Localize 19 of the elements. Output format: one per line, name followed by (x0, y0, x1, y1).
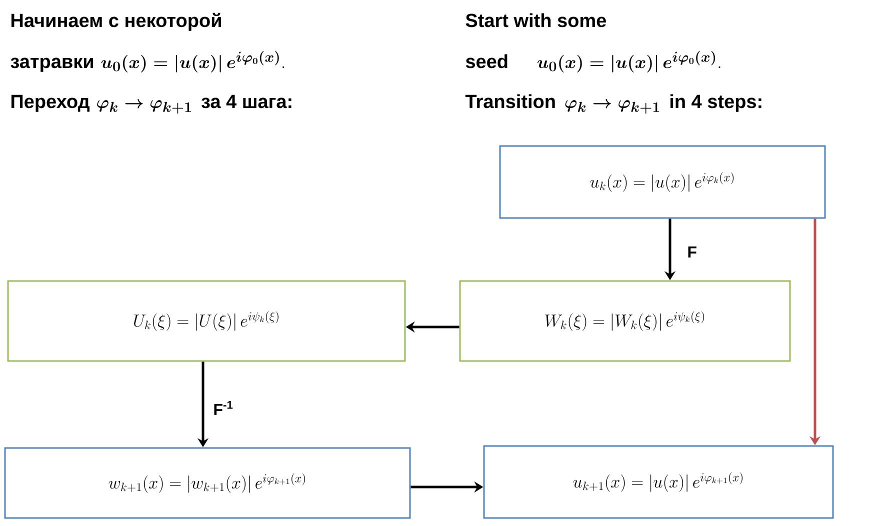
heading-text: seed (466, 54, 508, 68)
formula-box: $u_k(x) = |u(x)|\,e^{i\varphi_k(x)}$ (499, 145, 826, 219)
heading-text: Переход (11, 94, 90, 112)
formula-box: $w_{k+1}(x) = |w_{k+1}(x)|\,e^{i\varphi_{k+1}(x)}$ (4, 447, 411, 519)
formula-box: $u_{k+1}(x) = |u(x)|\,e^{i\varphi_{k+1}(x)}$ (483, 445, 834, 519)
heading-text: $\boldsymbol{\varphi_k \to \varphi_{k+1}}$ (565, 99, 660, 114)
edge-label: F$^{-1}$ (212, 400, 234, 416)
heading-text: $\boldsymbol{u_0(x) = |u(x)|\,e^{i\varphi_0(x)}}.$ (101, 50, 284, 72)
heading-text: $\boldsymbol{u_0(x) = |u(x)|\,e^{i\varphi_0(x)}}.$ (537, 50, 720, 72)
heading-text: $\boldsymbol{\varphi_k \to \varphi_{k+1}}$ (97, 99, 191, 114)
formula-box: $W_k(\xi) = |W_k(\xi)|\,e^{i\psi_k(\xi)}$ (459, 280, 791, 362)
formula-box: $U_k(\xi) = |U(\xi)|\,e^{i\psi_k(\xi)}$ (7, 280, 406, 362)
heading-text: Start with some (466, 13, 606, 28)
heading-text: Начинаем с некоторой (11, 12, 221, 31)
heading-text: in 4 steps: (670, 94, 762, 112)
edge-label: F (686, 246, 698, 258)
heading-text: за 4 шага: (202, 94, 292, 108)
heading-text: затравки (10, 58, 93, 72)
heading-text: Transition (465, 94, 555, 108)
